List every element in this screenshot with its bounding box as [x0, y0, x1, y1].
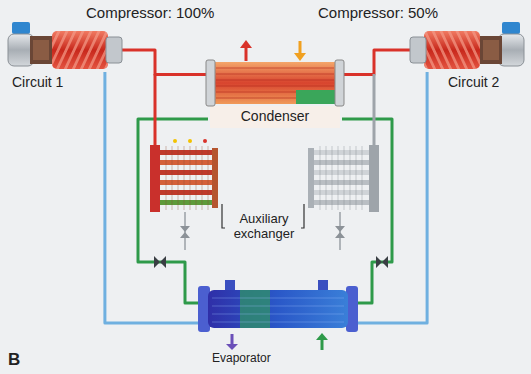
compressor-drawing [502, 22, 520, 34]
compressor-drawing [106, 37, 122, 63]
evaporator-drawing [316, 333, 328, 340]
auxiliary-exchanger-drawing [160, 190, 214, 195]
auxiliary-exchanger-drawing [314, 150, 369, 155]
auxiliary-exchanger-drawing [166, 146, 208, 210]
auxiliary-exchanger-drawing [180, 226, 190, 238]
auxiliary-exchanger-drawing [212, 148, 218, 208]
condenser-drawing [240, 40, 252, 48]
node-heading: Condenser [208, 108, 342, 124]
auxiliary-exchanger-drawing [160, 150, 214, 155]
auxiliary-exchanger-drawing [314, 180, 369, 185]
auxiliary-exchanger-drawing [203, 139, 207, 143]
expansion-valve [154, 256, 388, 268]
compressor-node: Compressor: 100%Circuit 1 [8, 28, 122, 72]
evaporator-drawing [225, 280, 235, 290]
condenser-drawing [299, 41, 302, 54]
evaporator-drawing [208, 290, 348, 328]
part-label: Auxiliary exchanger [229, 212, 299, 242]
condenser-drawing [296, 90, 336, 104]
node-heading: Compressor: 50% [318, 4, 438, 21]
node-caption: Circuit 2 [448, 74, 499, 90]
auxiliary-exchanger-drawing [373, 74, 376, 145]
condenser-drawing [212, 62, 338, 104]
compressor-drawing [410, 22, 524, 69]
condenser-node: Condenser [208, 56, 342, 130]
node-caption: Circuit 1 [12, 74, 63, 90]
evaporator-drawing [318, 280, 328, 290]
compressor-drawing [52, 31, 108, 69]
evaporator-drawing [212, 298, 344, 322]
refrigerant-pipe [342, 50, 410, 75]
node-heading: Evaporator [212, 352, 271, 366]
compressor-drawing [480, 36, 502, 64]
panel-letter: B [8, 350, 20, 370]
compressor-drawing [33, 40, 49, 60]
auxiliary-exchanger-drawing [150, 145, 160, 212]
condenser-drawing [206, 40, 344, 128]
auxiliary-exchanger-drawing [308, 148, 314, 208]
evaporator-drawing [198, 280, 358, 350]
compressor-drawing [8, 22, 122, 69]
auxiliary-exchanger-drawing [314, 190, 369, 195]
evaporator-drawing [226, 344, 238, 350]
auxiliary-exchanger-drawing [150, 74, 218, 250]
condenser-drawing [335, 60, 344, 106]
refrigerant-pipe [122, 50, 208, 75]
compressor-node: Compressor: 50%Circuit 2 [410, 28, 524, 72]
compressor-drawing [483, 40, 499, 60]
pipe-group [105, 50, 427, 323]
auxiliary-exchanger-drawing [308, 74, 379, 250]
condenser-drawing [294, 53, 306, 61]
condenser-drawing [206, 60, 215, 106]
evaporator-drawing [321, 339, 324, 350]
auxiliary-exchanger-drawing [314, 200, 369, 205]
auxiliary-exchanger-drawing [160, 180, 214, 185]
expansion-valve [154, 256, 166, 268]
auxiliary-exchanger-drawing [369, 145, 379, 212]
expansion-valve [376, 256, 388, 268]
condenser-drawing [245, 47, 248, 61]
auxiliary-exchanger-drawing [160, 200, 214, 205]
auxiliary-exchanger-drawing [154, 74, 157, 145]
auxiliary-exchanger-drawing [335, 226, 345, 238]
auxiliary-exchanger-drawing [173, 139, 177, 143]
compressor-drawing [30, 36, 52, 64]
auxiliary-exchanger-drawing [160, 160, 214, 165]
auxiliary-exchanger-drawing [320, 146, 362, 210]
compressor-drawing [410, 37, 426, 63]
compressor-drawing [424, 31, 480, 69]
auxiliary-exchanger-drawing [188, 139, 192, 143]
evaporator-drawing [231, 334, 234, 345]
evaporator-node: Evaporator [198, 283, 358, 333]
refrigerant-pipe [358, 72, 427, 323]
compressor-drawing [424, 31, 480, 69]
compressor-drawing [52, 31, 108, 69]
auxiliary-exchanger-drawing [314, 160, 369, 165]
auxiliary-exchanger-drawing [314, 170, 369, 175]
refrigerant-pipe [138, 119, 208, 303]
node-heading: Compressor: 100% [86, 4, 214, 21]
compressor-drawing [12, 22, 30, 34]
auxiliary-exchanger-drawing [160, 170, 214, 175]
